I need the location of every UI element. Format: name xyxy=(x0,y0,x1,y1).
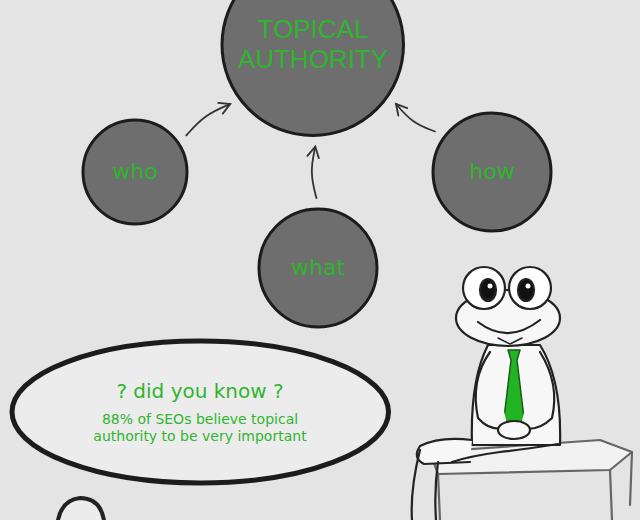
frog-shirt xyxy=(472,345,560,445)
outline-shape xyxy=(83,120,187,224)
bubble-tail xyxy=(58,498,104,520)
frog-arm xyxy=(476,352,508,429)
outline-shape xyxy=(222,0,403,136)
frog-glint xyxy=(488,284,493,289)
frog-arm xyxy=(520,352,554,429)
node-body: 88% of SEOs believe topical authority to… xyxy=(75,411,325,443)
node-text-group: what xyxy=(291,255,345,280)
frog-leg xyxy=(417,439,472,464)
arrow-connector xyxy=(396,104,435,132)
node-text-group: how xyxy=(469,159,514,184)
node-title: ? did you know ? xyxy=(116,380,283,403)
outline-shape xyxy=(433,113,551,231)
topic-circle: who xyxy=(80,117,190,227)
speech-bubble: ? did you know ? 88% of SEOs believe topi… xyxy=(9,338,392,486)
frog-eye xyxy=(509,267,551,309)
arrow-connector xyxy=(312,147,317,198)
frog-pupil xyxy=(518,279,534,301)
node-text-group: TOPICAL AUTHORITY xyxy=(230,15,395,75)
frog-neck xyxy=(498,338,522,344)
frog-shin xyxy=(412,450,438,520)
frog-tie xyxy=(504,350,524,430)
node-text-group: who xyxy=(112,159,157,184)
frog-glint xyxy=(526,284,531,289)
frog-pupil xyxy=(480,279,496,301)
frog-leg xyxy=(452,444,558,462)
outline-shape xyxy=(12,341,389,483)
node-title: TOPICAL AUTHORITY xyxy=(230,15,395,75)
node-title: what xyxy=(291,255,345,280)
topic-circle: what xyxy=(256,206,380,330)
frog-mouth xyxy=(478,320,540,333)
outline-shape xyxy=(259,209,377,327)
frog-hands xyxy=(498,421,530,439)
node-text-group: ? did you know ? 88% of SEOs believe topi… xyxy=(75,380,325,443)
node-title: who xyxy=(112,159,157,184)
frog-eye xyxy=(463,267,505,309)
node-title: how xyxy=(469,159,514,184)
arrow-connector xyxy=(186,104,230,135)
topic-circle: how xyxy=(430,110,554,234)
topic-circle: TOPICAL AUTHORITY xyxy=(219,0,406,139)
